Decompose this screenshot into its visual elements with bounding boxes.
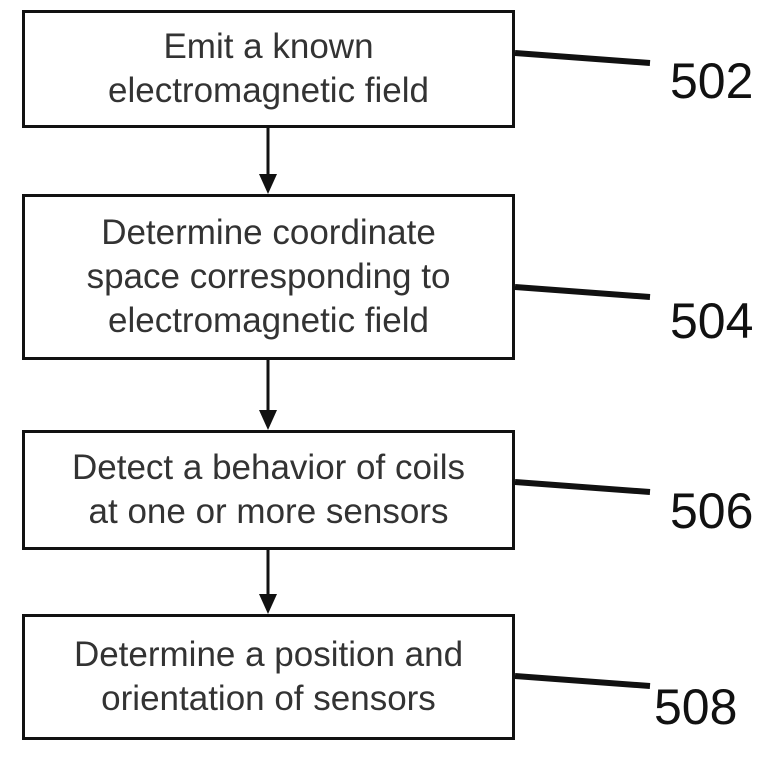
step-text-line: at one or more sensors [88,492,449,531]
reference-numeral-502: 502 [670,53,754,109]
leader-line-506 [514,479,651,495]
flow-arrow-502-504 [259,128,277,194]
leader-line-508 [514,673,651,689]
leader-line-504 [514,284,651,300]
reference-numeral-506: 506 [670,483,754,539]
reference-numeral-508: 508 [654,679,738,735]
step-text-line: space corresponding to [86,257,451,296]
step-text-line: Emit a known [163,27,374,66]
step-text-line: Determine coordinate [101,213,436,252]
step-text-line: electromagnetic field [108,301,429,340]
flow-arrow-506-508 [259,550,277,614]
step-box-508: Determine a position and orientation of … [22,614,515,740]
step-box-502: Emit a known electromagnetic field [22,10,515,128]
step-text-line: electromagnetic field [108,71,429,110]
step-text-line: Determine a position and [73,635,464,674]
step-box-504: Determine coordinate space corresponding… [22,194,515,360]
step-box-506: Detect a behavior of coils at one or mor… [22,430,515,550]
step-text-line: orientation of sensors [101,679,436,718]
step-text-line: Detect a behavior of coils [72,448,465,487]
leader-line-502 [514,50,651,66]
flow-arrow-504-506 [259,360,277,430]
reference-numeral-504: 504 [670,293,754,349]
